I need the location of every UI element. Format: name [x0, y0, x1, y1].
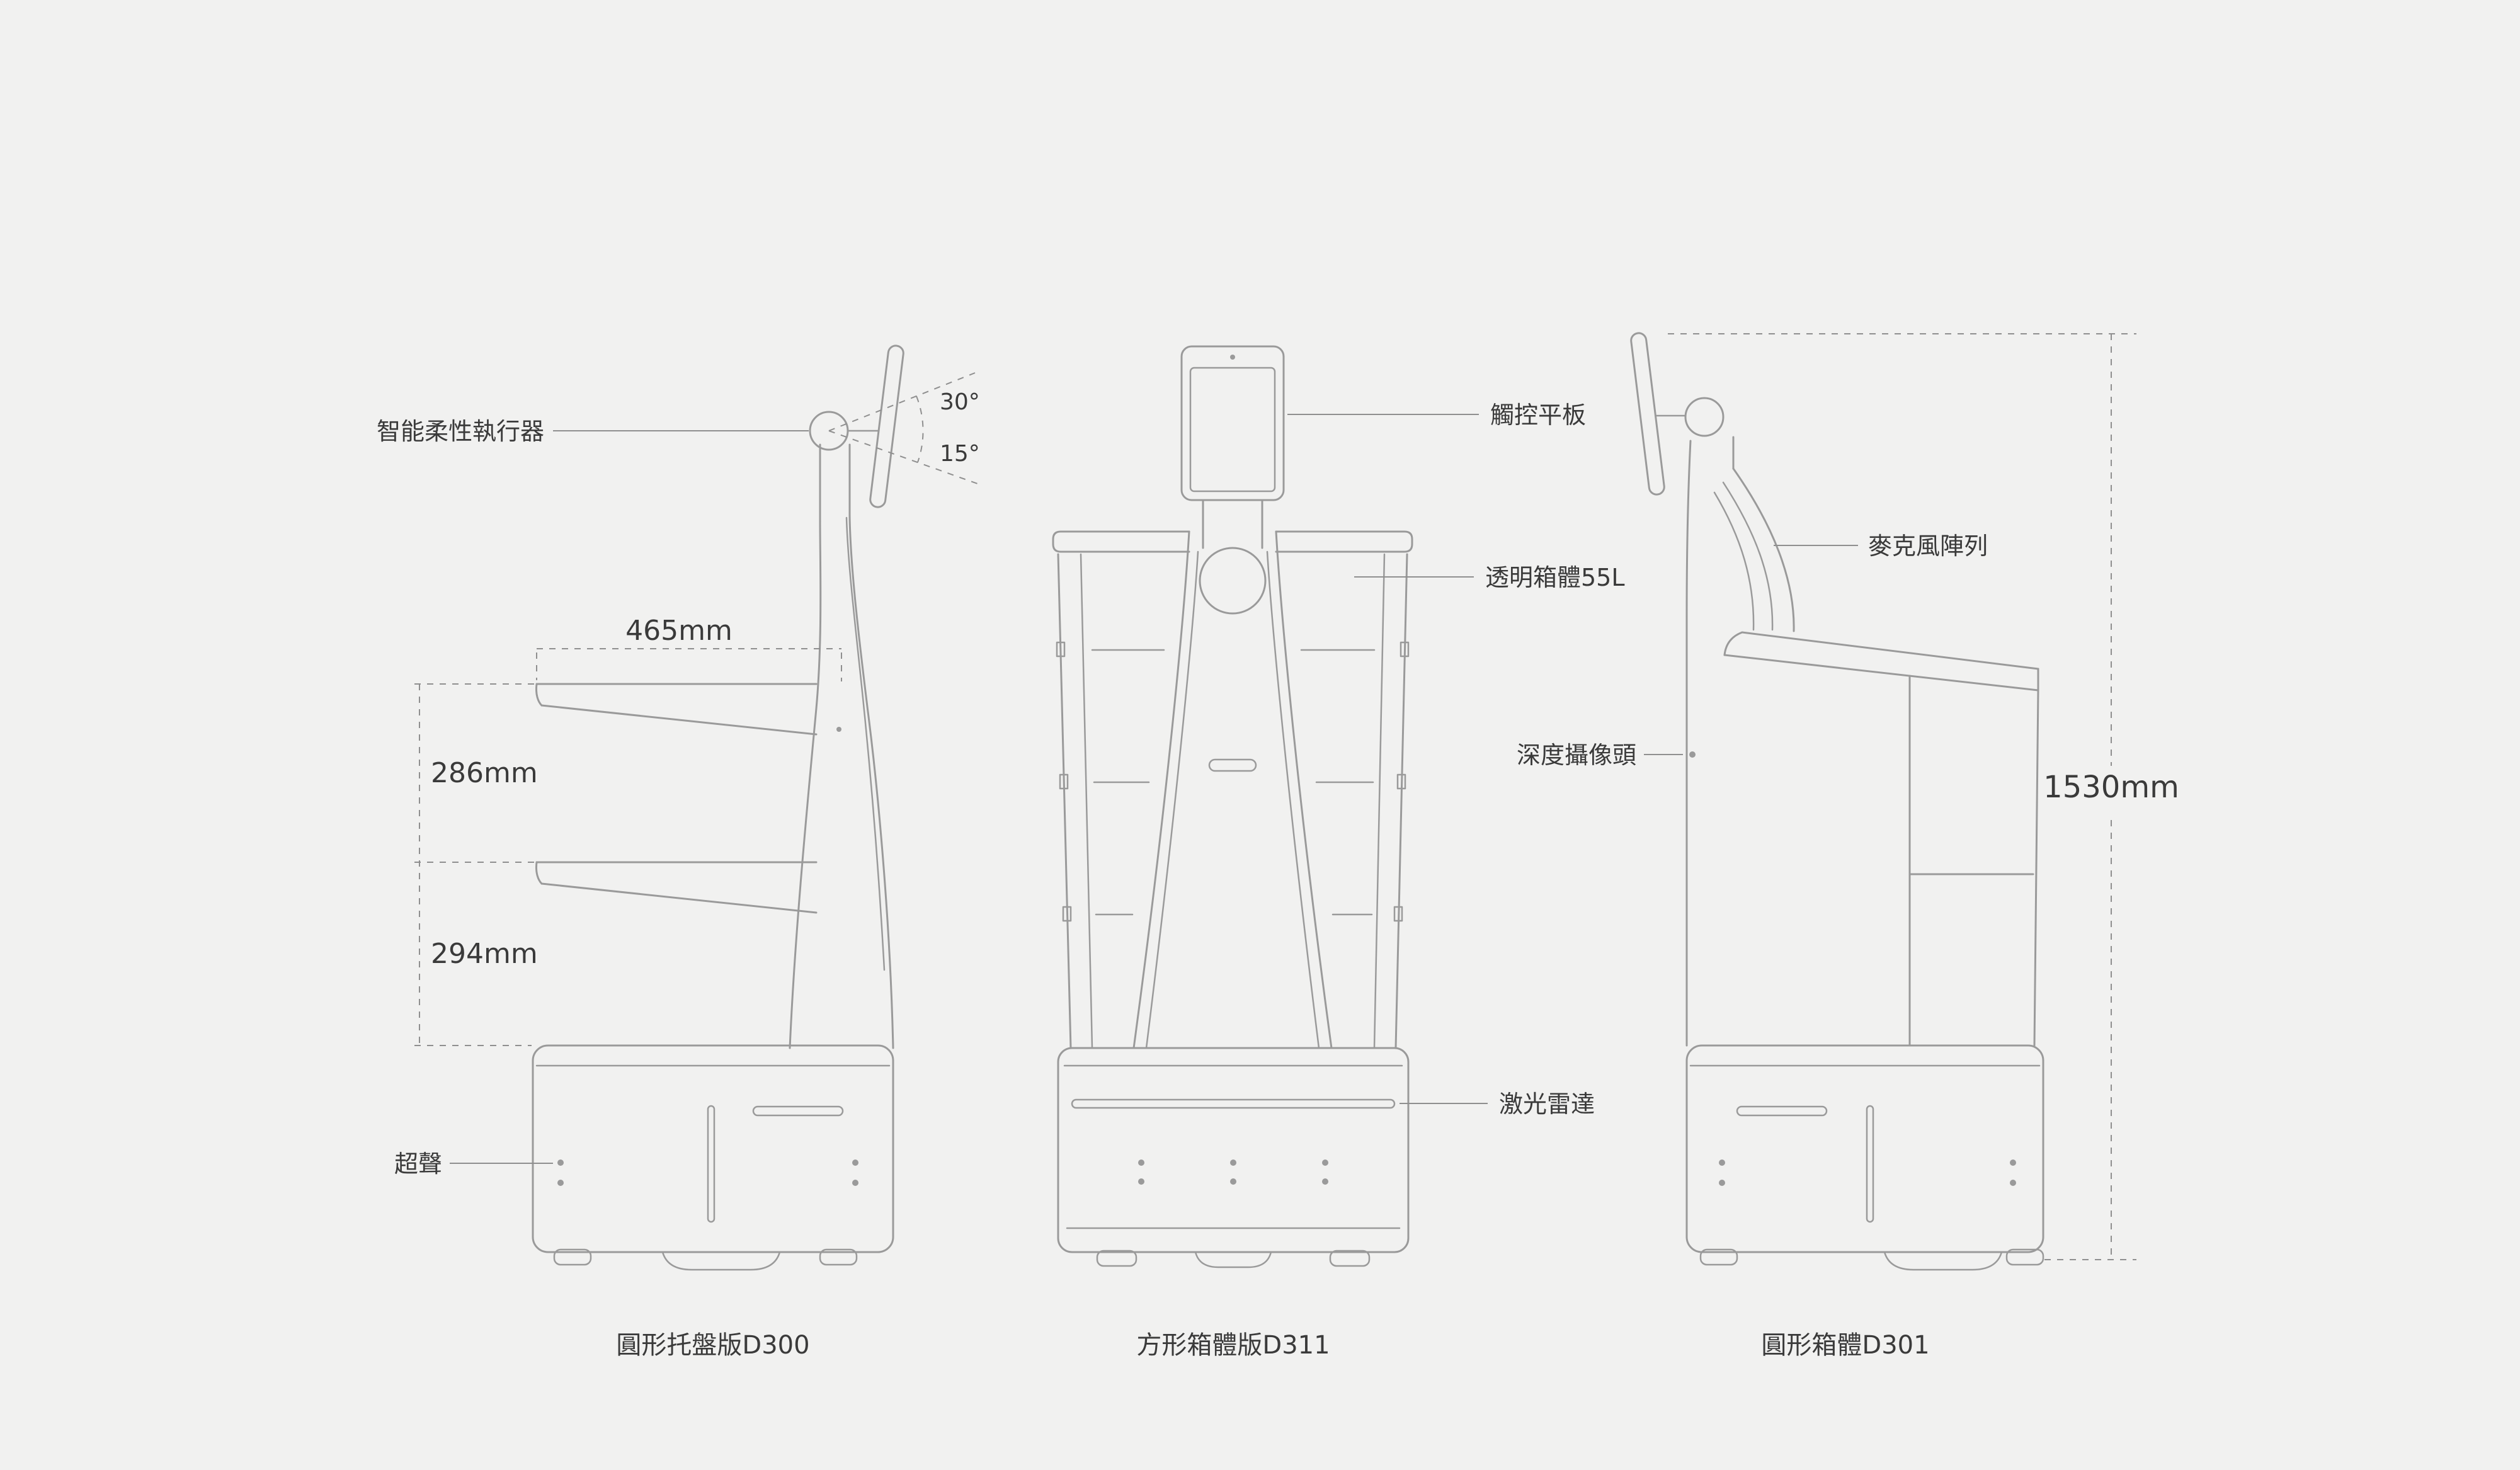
d311-left-panel-inner [1080, 553, 1093, 1049]
d301-swan-curve-inner [1713, 491, 1755, 631]
robot-d301-drawing [1630, 332, 2044, 1271]
sensor-dot [852, 1159, 858, 1166]
tilt-line-lower [828, 430, 978, 484]
d311-drive-wheel [1194, 1251, 1272, 1268]
d300-display-edge [869, 345, 904, 508]
d300-lower-tray-front [535, 861, 543, 885]
d300-annotations: 智能柔性執行器 30° 15° 465mm 286mm 294mm 超聲 圓形托… [377, 389, 980, 1360]
d301-horizontal-slot [1736, 1105, 1828, 1117]
d301-caption: 圓形箱體D301 [1761, 1331, 1929, 1360]
d301-cabinet-top-lip [1723, 654, 2039, 692]
d311-column-right-inner [1266, 550, 1320, 1049]
mic-array-label: 麥克風陣列 [1868, 532, 1988, 560]
depth-camera-dot [1689, 751, 1696, 758]
sensor-dot [852, 1180, 858, 1186]
ultrasonic-label: 超聲 [394, 1150, 442, 1178]
d311-left-panel-outer [1057, 553, 1072, 1049]
d300-lower-tray-bottom [540, 882, 818, 914]
d311-right-panel-outer [1394, 553, 1408, 1049]
d300-column-inner-edge [789, 520, 822, 1049]
d311-top-frame-left [1052, 530, 1190, 553]
d311-right-caster [1329, 1250, 1371, 1267]
d301-swan-curve-mid [1722, 481, 1774, 631]
d300-column-outer-edge [848, 514, 894, 1049]
d311-handle [1208, 758, 1257, 772]
d301-annotations: 麥克風陣列 深度攝像頭 1530mm 圓形箱體D301 [1517, 333, 2179, 1360]
d311-annotations: 觸控平板 透明箱體55L 激光雷達 方形箱體版D311 [1136, 401, 1624, 1360]
d300-caption: 圓形托盤版D300 [616, 1331, 809, 1360]
d311-base [1057, 1047, 1410, 1253]
sensor-dot [2010, 1180, 2016, 1186]
d301-cabinet-right-edge [2033, 689, 2039, 1047]
sensor-dot [557, 1180, 564, 1186]
latch-tab [1056, 641, 1066, 658]
d300-vertical-slot [707, 1105, 716, 1223]
d300-rear-caster [819, 1248, 858, 1266]
d300-drive-wheel [661, 1251, 781, 1271]
d301-rear-caster [2005, 1248, 2044, 1266]
d301-base [1685, 1044, 2044, 1253]
d300-column-detail-line [845, 516, 886, 971]
latch-tab [1062, 906, 1072, 922]
d301-actuator-joint [1684, 397, 1725, 437]
height-dim-label: 1530mm [2043, 770, 2179, 805]
upper-gap-dim-label: 286mm [431, 757, 538, 789]
d301-vertical-slot [1866, 1105, 1874, 1223]
d301-cabinet-top-edge [1741, 631, 2039, 670]
d301-drive-wheel [1883, 1251, 2003, 1271]
sensor-dot [1230, 1178, 1236, 1185]
cabinet-label: 透明箱體55L [1485, 564, 1625, 591]
d300-upper-tray-front [535, 683, 543, 707]
tilt-line-upper [828, 372, 976, 431]
d301-front-caster [1699, 1248, 1738, 1266]
d311-right-panel-inner [1373, 553, 1386, 1049]
latch-tab [1059, 773, 1069, 790]
d300-horizontal-slot [752, 1105, 844, 1117]
tilt-angle-lower-label: 15° [940, 441, 980, 467]
depth-camera-label: 深度攝像頭 [1517, 741, 1636, 769]
sensor-dot [1138, 1178, 1144, 1185]
actuator-label: 智能柔性執行器 [377, 418, 544, 445]
d311-column-left-edge [1132, 530, 1190, 1049]
sensor-dot [1322, 1159, 1328, 1166]
sensor-dot [1719, 1180, 1725, 1186]
tablet-label: 觸控平板 [1490, 401, 1586, 429]
latch-tab [1396, 773, 1406, 790]
d301-display-edge [1630, 332, 1665, 496]
sensor-dot [557, 1159, 564, 1166]
d311-left-caster [1096, 1250, 1137, 1267]
robot-d311-drawing [1052, 345, 1413, 1268]
d311-caption: 方形箱體版D311 [1136, 1331, 1330, 1360]
d311-lidar-slot [1071, 1098, 1396, 1109]
d300-upper-tray-bottom [540, 704, 818, 736]
d301-left-edge [1685, 440, 1692, 1047]
sensor-dot [1719, 1159, 1725, 1166]
d311-column-left-inner [1145, 550, 1199, 1049]
d300-front-caster [553, 1248, 592, 1266]
sensor-dot [1322, 1178, 1328, 1185]
camera-dot [1230, 355, 1235, 360]
sensor-dot [2010, 1159, 2016, 1166]
latch-tab [1400, 641, 1410, 658]
tilt-angle-upper-label: 30° [940, 389, 980, 415]
sensor-dot [1138, 1159, 1144, 1166]
d311-column-right-edge [1275, 530, 1333, 1049]
lidar-label: 激光雷達 [1499, 1090, 1595, 1118]
column-sensor-dot [836, 727, 841, 732]
tray-width-dim-label: 465mm [625, 615, 733, 647]
d311-neck-collar [1199, 547, 1267, 615]
d300-base [532, 1044, 894, 1253]
robot-d300-drawing [532, 345, 978, 1271]
lower-gap-dim-label: 294mm [431, 938, 538, 970]
d311-top-frame-right [1275, 530, 1413, 553]
sensor-dot [1230, 1159, 1236, 1166]
latch-tab [1393, 906, 1403, 922]
d301-cabinet-top-left [1723, 631, 1743, 656]
d311-tablet [1180, 345, 1285, 501]
d301-swan-curve-outer [1732, 467, 1795, 632]
d311-tablet-screen [1189, 367, 1276, 493]
